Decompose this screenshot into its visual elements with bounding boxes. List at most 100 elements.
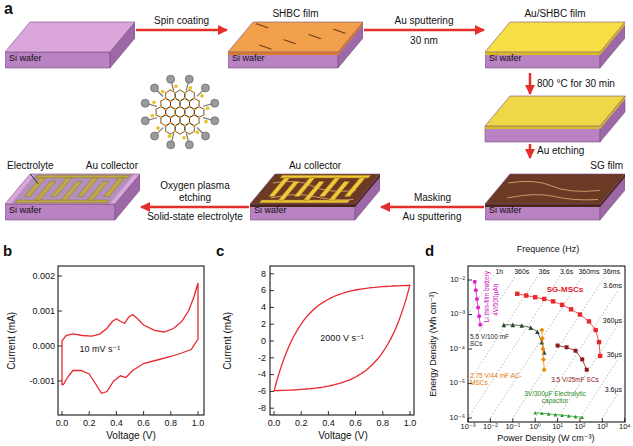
axis-tick: 0.4 [110, 418, 123, 428]
carbon-atom [184, 114, 186, 116]
alkyl-group [211, 99, 219, 107]
carbon-atom [169, 116, 171, 118]
carbon-atom [203, 114, 205, 116]
axis-tick: 0.4 [322, 418, 335, 428]
wafer-front [5, 52, 110, 68]
film-edge [485, 126, 600, 129]
data-marker [560, 413, 564, 417]
data-marker [569, 307, 573, 311]
carbon-atom [203, 108, 205, 110]
film-label: SHBC film [272, 8, 318, 20]
data-marker [475, 297, 479, 301]
wafer-node: Au collectorSi wafer [250, 160, 380, 222]
data-marker [597, 340, 601, 344]
data-marker [593, 328, 597, 332]
axis-tick: 10⁻⁴ [449, 345, 465, 354]
data-marker [574, 349, 578, 353]
data-marker [511, 323, 516, 328]
axis-tick: 0.2 [295, 418, 308, 428]
axis-tick: 10⁻³ [461, 423, 476, 432]
time-label: 360ms [577, 268, 600, 276]
carbon-atom [193, 114, 195, 116]
alkyl-group [185, 141, 193, 149]
tick-mark [557, 418, 558, 422]
carbon-atom [193, 125, 195, 127]
series-label: Li thin-film battery [483, 271, 490, 322]
carbon-atom [174, 125, 176, 127]
carbon-atom [169, 100, 171, 102]
tick-mark [328, 411, 329, 415]
carbon-atom [169, 105, 171, 107]
data-marker [542, 297, 546, 301]
axis-tick: 1.0 [404, 418, 417, 428]
carbon-atom [188, 105, 190, 107]
carbon-atom [179, 133, 181, 135]
alkyl-group [201, 84, 209, 92]
time-line [468, 266, 625, 422]
carbon-atom [184, 92, 186, 94]
carbon-atom [160, 105, 162, 107]
carbon-atom [169, 116, 171, 118]
tick-mark [270, 357, 274, 358]
time-lines [468, 266, 625, 422]
carbon-atom [179, 100, 181, 102]
alkyl-group [167, 141, 175, 149]
film-wrinkle [506, 195, 602, 200]
carbon-atom [169, 100, 171, 102]
leader-line [30, 174, 38, 184]
data-marker [585, 368, 589, 372]
carbon-atom [184, 97, 186, 99]
axis-title: Voltage (V) [318, 430, 367, 442]
data-marker [502, 323, 507, 328]
time-line [468, 349, 625, 422]
arrow-label: Spin coating [154, 15, 209, 27]
axis-tick: 0.001 [32, 306, 55, 316]
axis-tick: 0.000 [32, 341, 55, 351]
axis-tick: 10⁻² [483, 423, 498, 432]
cv-curve [62, 283, 198, 393]
film-wrinkle [501, 181, 607, 191]
carbon-atom [165, 114, 167, 116]
film-speck [293, 43, 295, 45]
carbon-atom [174, 130, 176, 132]
series-line [558, 346, 587, 370]
carbon-ring [194, 107, 204, 118]
carbon-atom [184, 114, 186, 116]
axis-tick: 0.0 [56, 418, 69, 428]
wafer-node: Si wafer [5, 8, 135, 70]
carbon-atom [160, 100, 162, 102]
carbon-atom [193, 108, 195, 110]
time-label: 1h [494, 268, 504, 276]
sulfur-atom [152, 101, 156, 105]
alkyl-group [167, 75, 175, 83]
data-marker [578, 312, 582, 316]
wafer-surface [494, 181, 613, 200]
alkyl-group [150, 84, 158, 92]
data-marker [560, 303, 564, 307]
wafer-front [250, 204, 355, 220]
step-label: Au etching [537, 145, 584, 157]
arrow-label: Masking [414, 192, 451, 204]
carbon-atom [169, 133, 171, 135]
axis-title: Current (mA) [222, 312, 234, 370]
data-marker [554, 413, 558, 417]
carbon-atom [174, 114, 176, 116]
data-marker [515, 292, 519, 296]
gold-electrode [304, 182, 325, 201]
data-marker [574, 415, 578, 419]
panel-letter: b [3, 242, 12, 259]
wafer-front [228, 52, 338, 68]
panel-letter: d [425, 242, 434, 259]
film-speck [319, 38, 321, 40]
carbon-atom [184, 130, 186, 132]
carbon-atom [174, 97, 176, 99]
carbon-atom [179, 122, 181, 124]
cv-curve [274, 285, 410, 392]
time-label: 360s [513, 268, 530, 276]
tick-mark [490, 418, 491, 422]
carbon-atom [169, 116, 171, 118]
alkyl-group [151, 132, 159, 140]
wafer-top [5, 22, 135, 52]
time-label: 3.6s [559, 268, 574, 276]
tick-mark [198, 411, 199, 415]
